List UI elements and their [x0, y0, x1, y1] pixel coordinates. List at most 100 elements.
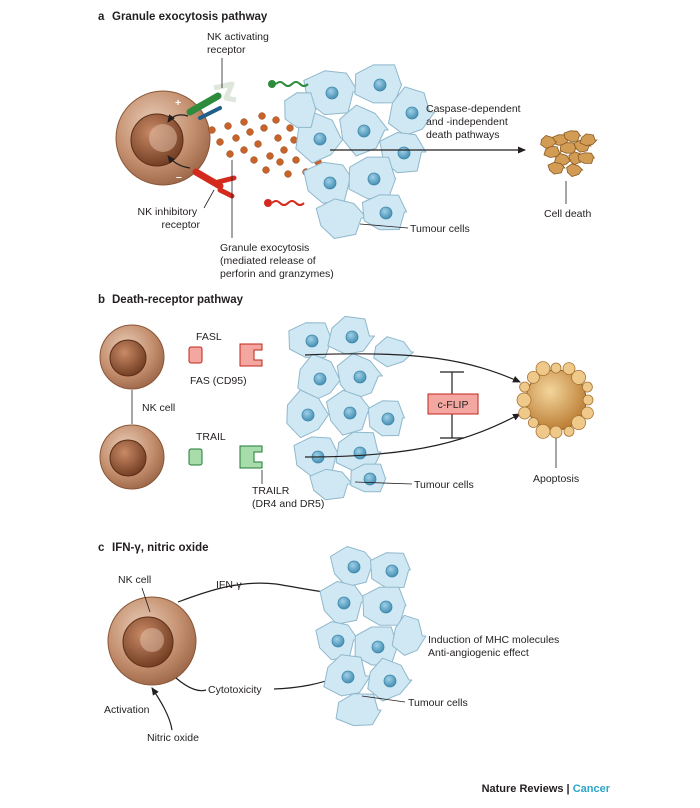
nk-cell-a — [115, 90, 211, 186]
trail-apoptosis-arrow — [304, 413, 521, 458]
granule — [274, 134, 282, 142]
tumour-cell — [319, 580, 368, 625]
nk-cell-label-b: NK cell — [142, 402, 175, 414]
tumour-cell — [339, 104, 389, 157]
nitric-oxide-arrow — [151, 687, 173, 731]
trail-label: TRAIL — [196, 431, 226, 443]
panel-a-letter: a — [98, 11, 105, 23]
nk-activating-receptor-icon — [186, 81, 237, 120]
nk-cell-b-top — [99, 324, 165, 390]
activation-label: Activation — [104, 704, 150, 716]
inhibitory-label-leader — [203, 189, 215, 209]
nk-activating-receptor-label: NK activating receptor — [207, 31, 272, 56]
fasl-label: FASL — [196, 331, 222, 343]
fasl-ligand-icon — [154, 346, 203, 364]
tumour-cell — [288, 322, 333, 358]
plus-sign: + — [175, 97, 181, 109]
tumour-cell — [315, 198, 368, 239]
granule — [240, 118, 248, 126]
cytotoxicity-label: Cytotoxicity — [208, 684, 262, 696]
tumour-cell — [329, 546, 378, 588]
activating-signal-arrow — [167, 114, 189, 123]
nk-cell-label-c: NK cell — [118, 574, 151, 586]
fas-label: FAS (CD95) — [190, 375, 247, 387]
panel-b-letter: b — [98, 294, 105, 306]
footer-credit: Nature Reviews | Cancer — [482, 783, 611, 795]
granule — [226, 150, 234, 158]
cell-death-label: Cell death — [544, 208, 591, 220]
ifn-gamma-arrow — [177, 582, 339, 603]
nk-cell-c-leader — [141, 587, 151, 613]
granule — [266, 152, 274, 160]
granule — [280, 146, 288, 154]
tumour-cell — [373, 336, 414, 368]
ligand-red-icon — [264, 199, 305, 207]
tumour-cell — [391, 614, 427, 656]
tumour-b-leader — [354, 481, 413, 485]
apoptosis-label: Apoptosis — [533, 473, 579, 485]
tumour-a-leader — [359, 223, 409, 229]
tumour-c-leader — [361, 695, 406, 703]
trailr-receptor-icon — [239, 445, 306, 469]
tumour-cell — [335, 693, 382, 727]
tumour-cells-label-c: Tumour cells — [408, 697, 468, 709]
granule — [284, 170, 292, 178]
tumour-cell — [370, 552, 411, 589]
trailr-label: TRAILR (DR4 and DR5) — [252, 485, 324, 510]
dead-cell-icon — [540, 130, 598, 177]
tumour-cell — [361, 194, 408, 231]
panel-c-title: IFN-γ, nitric oxide — [112, 542, 209, 554]
nitric-oxide-label: Nitric oxide — [147, 732, 199, 744]
minus-sign: – — [176, 171, 182, 183]
granule — [286, 124, 294, 132]
death-pathways-label: Caspase-dependent and -independent death… — [426, 103, 524, 141]
tumour-cell — [326, 389, 374, 436]
panel-b-title: Death-receptor pathway — [112, 294, 244, 306]
tumour-cell — [388, 86, 436, 136]
granule — [250, 156, 258, 164]
tumour-cell — [303, 161, 355, 204]
tumour-cell — [348, 156, 397, 200]
nk-cell-c — [107, 596, 197, 686]
tumour-cell — [367, 657, 413, 702]
tumour-cell — [350, 463, 387, 493]
granule — [246, 128, 254, 136]
granule-exocytosis-label: Granule exocytosis (mediated release of … — [220, 242, 334, 280]
granule — [292, 156, 300, 164]
ligand-green-icon — [268, 80, 309, 88]
tumour-cell — [297, 353, 343, 402]
c-flip-box — [427, 393, 479, 415]
inhibitory-signal-arrow — [167, 155, 191, 169]
fas-receptor-icon — [239, 343, 306, 367]
tumour-cell — [362, 586, 407, 626]
tumour-cells-b — [286, 315, 414, 501]
trail-ligand-icon — [154, 448, 203, 466]
granule — [258, 112, 266, 120]
tumour-cell — [303, 70, 359, 116]
fas-apoptosis-arrow — [304, 353, 521, 383]
c-flip-inhibitor — [427, 371, 479, 439]
tumour-cells-c — [315, 546, 427, 727]
tumour-cells-label-a: Tumour cells — [410, 223, 470, 235]
tumour-cell — [286, 389, 330, 439]
granule — [208, 126, 216, 134]
granule — [260, 124, 268, 132]
nk-inhibitory-receptor-icon — [192, 168, 237, 199]
granule — [254, 140, 262, 148]
tumour-cells-label-b: Tumour cells — [414, 479, 474, 491]
effects-label: Induction of MHC molecules Anti-angiogen… — [428, 634, 562, 659]
panel-c-letter: c — [98, 542, 105, 554]
granule — [216, 138, 224, 146]
tumour-cell — [309, 468, 353, 501]
c-flip-label: c-FLIP — [438, 399, 469, 411]
tumour-cell — [327, 315, 375, 355]
tumour-cells-a — [284, 64, 436, 239]
tumour-cell — [284, 92, 317, 128]
tumour-cell — [315, 621, 359, 661]
tumour-cell — [367, 400, 405, 437]
granule — [262, 166, 270, 174]
granule — [240, 146, 248, 154]
nk-cell-b-bottom — [99, 424, 165, 490]
